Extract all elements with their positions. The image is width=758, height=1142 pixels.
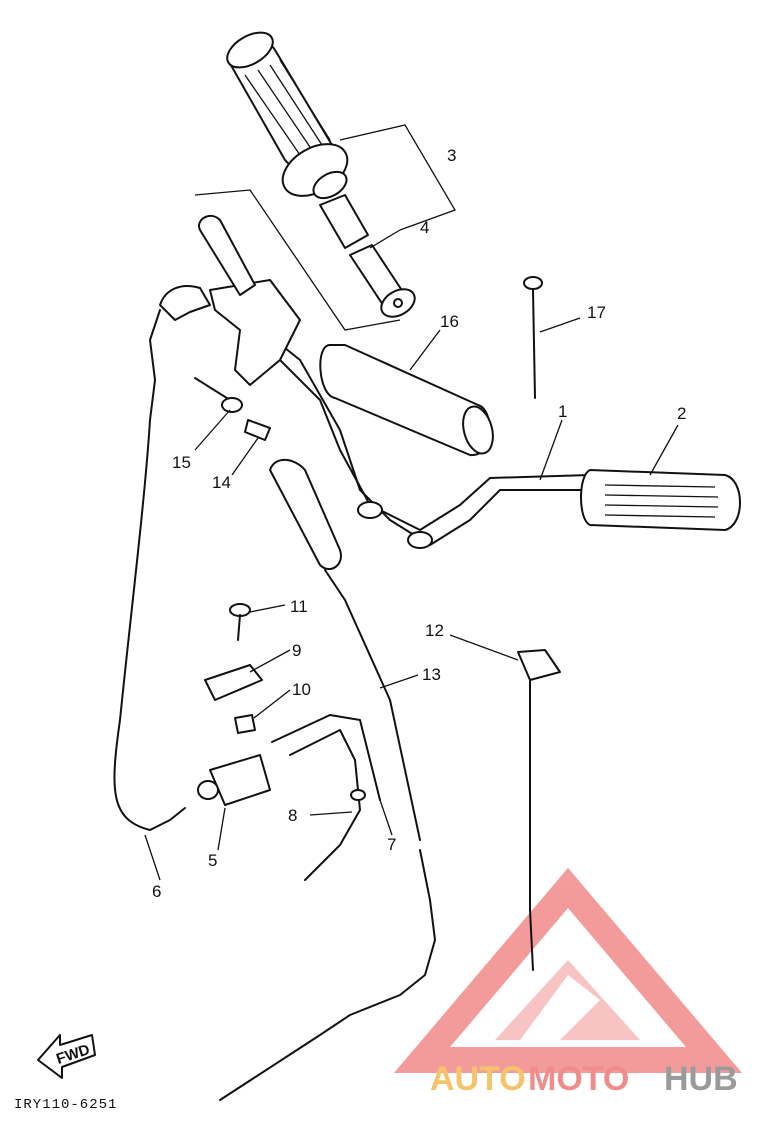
throttle-housing xyxy=(149,214,301,386)
callout-6: 6 xyxy=(152,882,161,901)
watermark-moto: MOTO xyxy=(528,1060,629,1098)
callout-3: 3 xyxy=(447,146,456,165)
adjuster-screw-15 xyxy=(194,377,243,413)
junction-5 xyxy=(197,754,271,806)
callout-1: 1 xyxy=(558,402,567,421)
cable-6 xyxy=(113,379,156,831)
adjuster-nut-14 xyxy=(244,419,271,441)
watermark-auto: AUTO xyxy=(430,1060,526,1098)
diagram-code: IRY110-6251 xyxy=(14,1097,117,1113)
handlebar xyxy=(249,319,591,549)
watermark-logo-triangle xyxy=(393,867,743,1073)
screw-11 xyxy=(229,603,251,641)
callout-11: 11 xyxy=(290,597,308,616)
bracket-12 xyxy=(517,649,561,971)
callout-17: 17 xyxy=(587,303,606,322)
plate-9 xyxy=(204,664,263,701)
callout-8: 8 xyxy=(288,806,297,825)
watermark-text: AUTO MOTO HUB xyxy=(430,1060,738,1098)
callout-5: 5 xyxy=(208,851,217,870)
callout-7: 7 xyxy=(387,835,396,854)
fwd-arrow: FWD xyxy=(37,1034,96,1079)
callout-13: 13 xyxy=(422,665,441,684)
callout-16: 16 xyxy=(440,312,459,331)
watermark-hub: HUB xyxy=(664,1060,738,1098)
callout-10: 10 xyxy=(292,680,311,699)
cable-6-end xyxy=(149,807,186,831)
callout-14: 14 xyxy=(212,473,231,492)
leader-4 xyxy=(369,229,401,249)
right-grip xyxy=(580,469,741,531)
cables-7-8 xyxy=(271,714,381,881)
callout-12: 12 xyxy=(425,621,444,640)
left-grip-assembly xyxy=(226,31,416,318)
callout-9: 9 xyxy=(292,641,301,660)
bracket-throttle xyxy=(194,189,401,331)
bolt-17 xyxy=(523,276,543,399)
nut-10 xyxy=(234,714,256,734)
cable-13 xyxy=(219,458,436,1101)
handlebar-pad xyxy=(319,344,494,457)
bracket-3 xyxy=(339,124,456,231)
leader-lines xyxy=(144,317,679,881)
callout-4: 4 xyxy=(420,218,429,237)
callout-15: 15 xyxy=(172,453,191,472)
callout-2: 2 xyxy=(677,404,686,423)
